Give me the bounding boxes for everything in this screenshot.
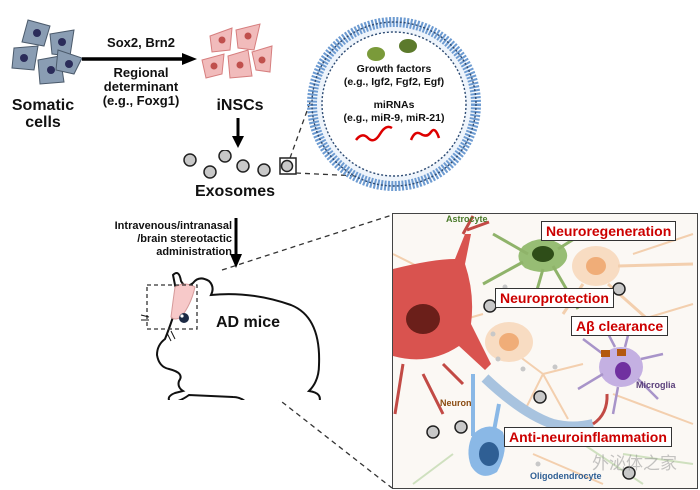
exosome-vesicle <box>307 17 481 191</box>
astrocyte-label: Astrocyte <box>446 214 488 224</box>
microglia-label: Microglia <box>636 380 676 390</box>
factors-label: Sox2, Brn2 <box>107 35 175 50</box>
growth-factors-examples: (e.g., Igf2, Fgf2, Egf) <box>343 76 445 88</box>
somatic-cells-label: Somatic cells <box>11 97 75 132</box>
effect-neuroregeneration: Neuroregeneration <box>541 221 677 241</box>
microglia-cell <box>577 323 664 415</box>
mirnas-title: miRNAs <box>373 99 415 111</box>
exosome-particle <box>454 420 468 434</box>
reprogramming-arrow <box>82 53 197 65</box>
exosome-particle <box>203 165 217 179</box>
exosome-particle <box>426 425 440 439</box>
exosome-particle <box>183 153 197 167</box>
growth-factors-title: Growth factors <box>356 63 432 75</box>
neuron-regenerating <box>561 246 694 326</box>
somatic-cells-icon <box>11 19 83 85</box>
oligodendrocyte-label: Oligodendrocyte <box>530 471 602 481</box>
neuron-label: Neuron <box>440 398 472 408</box>
effect-abeta-clearance: Aβ clearance <box>571 316 669 336</box>
exosome-particle <box>257 163 271 177</box>
neuron-cell <box>393 215 491 415</box>
ad-mice-label: AD mice <box>215 314 281 331</box>
inscs-label: iNSCs <box>216 97 264 114</box>
exosome-particle <box>218 150 232 163</box>
myelinated-axon <box>481 374 595 432</box>
brain-microenvironment-panel <box>392 213 698 489</box>
exosome-particle <box>612 282 626 296</box>
administration-arrow <box>230 218 242 268</box>
exosomes-label: Exosomes <box>194 183 276 200</box>
oligodendrocyte-cell <box>468 374 505 476</box>
inscs-icon <box>201 23 273 79</box>
determinant-label: Regional determinant (e.g., Foxg1) <box>102 65 180 109</box>
exosome-particle <box>533 390 547 404</box>
exosome-particles <box>183 150 297 179</box>
exosome-particle <box>236 159 250 173</box>
route-line-3: administration <box>156 246 232 258</box>
effect-neuroprotection: Neuroprotection <box>495 288 614 308</box>
mouse-illustration <box>140 272 321 400</box>
mirnas-examples: (e.g., miR-9, miR-21) <box>343 112 445 124</box>
effect-anti-neuroinflammation: Anti-neuroinflammation <box>504 427 672 447</box>
route-line-1: Intravenous/intranasal <box>114 220 232 232</box>
exosome-particle <box>622 466 636 480</box>
secretion-arrow <box>232 118 244 148</box>
route-line-2: /brain stereotactic <box>137 233 232 245</box>
watermark: 外泌体之家 <box>592 454 677 474</box>
